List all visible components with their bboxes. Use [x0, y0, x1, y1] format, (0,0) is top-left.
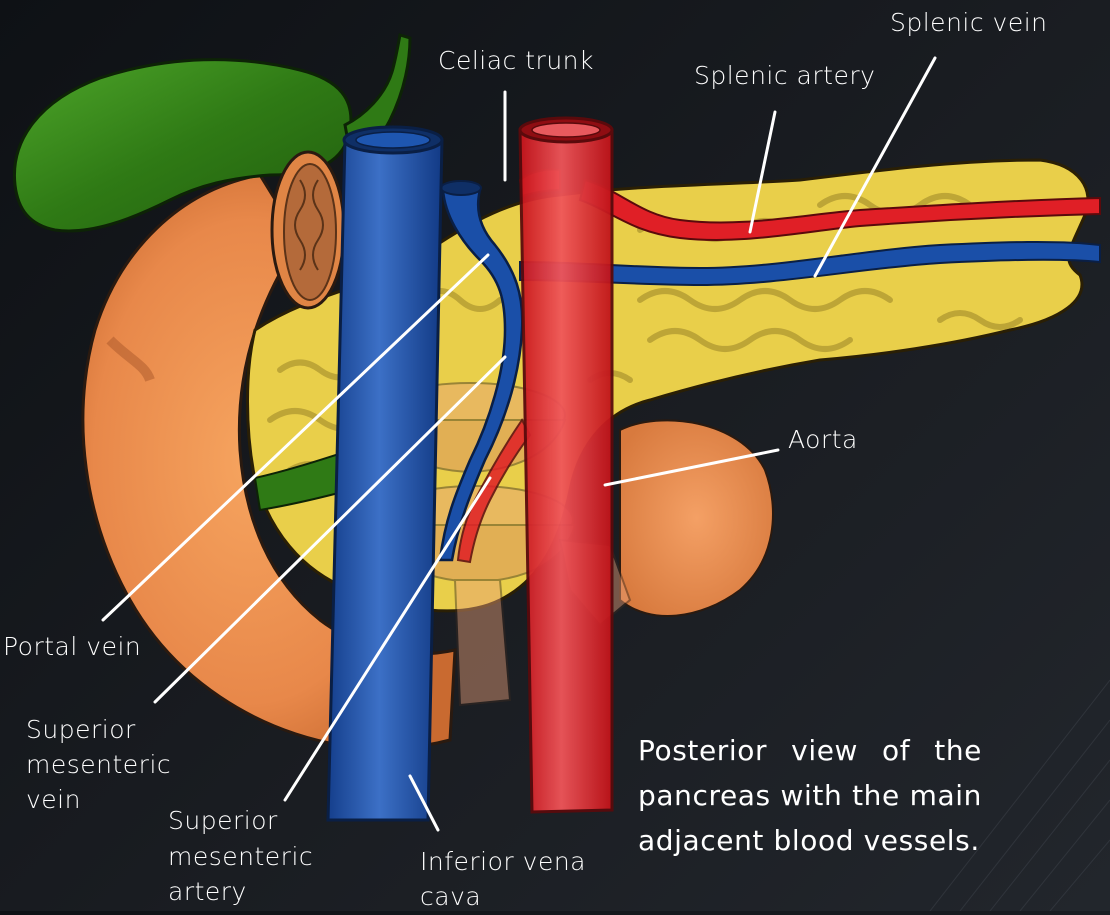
label-sup-mes-vein-line2: mesenteric: [26, 748, 171, 782]
label-sup-mes-vein-line3: vein: [26, 783, 81, 817]
label-portal-vein: Portal vein: [3, 630, 141, 664]
diagram-caption: Posterior view of the pancreas with the …: [638, 728, 982, 863]
label-sup-mes-artery-line1: Superior: [168, 804, 278, 838]
label-ivc-line1: Inferior vena: [420, 845, 586, 879]
spleen-shape: [620, 420, 773, 616]
cut-section-oval: [272, 152, 344, 308]
portal-vein-opening: [441, 181, 481, 195]
label-sup-mes-artery-line2: mesenteric: [168, 840, 313, 874]
label-sup-mes-vein-line1: Superior: [26, 713, 136, 747]
label-splenic-vein: Splenic vein: [890, 6, 1048, 40]
label-ivc-line2: cava: [420, 880, 481, 914]
label-aorta: Aorta: [788, 423, 858, 457]
label-splenic-artery: Splenic artery: [694, 59, 875, 93]
aorta-shape: [520, 118, 612, 812]
label-celiac-trunk: Celiac trunk: [438, 44, 594, 78]
label-sup-mes-artery-line3: artery: [168, 875, 247, 909]
